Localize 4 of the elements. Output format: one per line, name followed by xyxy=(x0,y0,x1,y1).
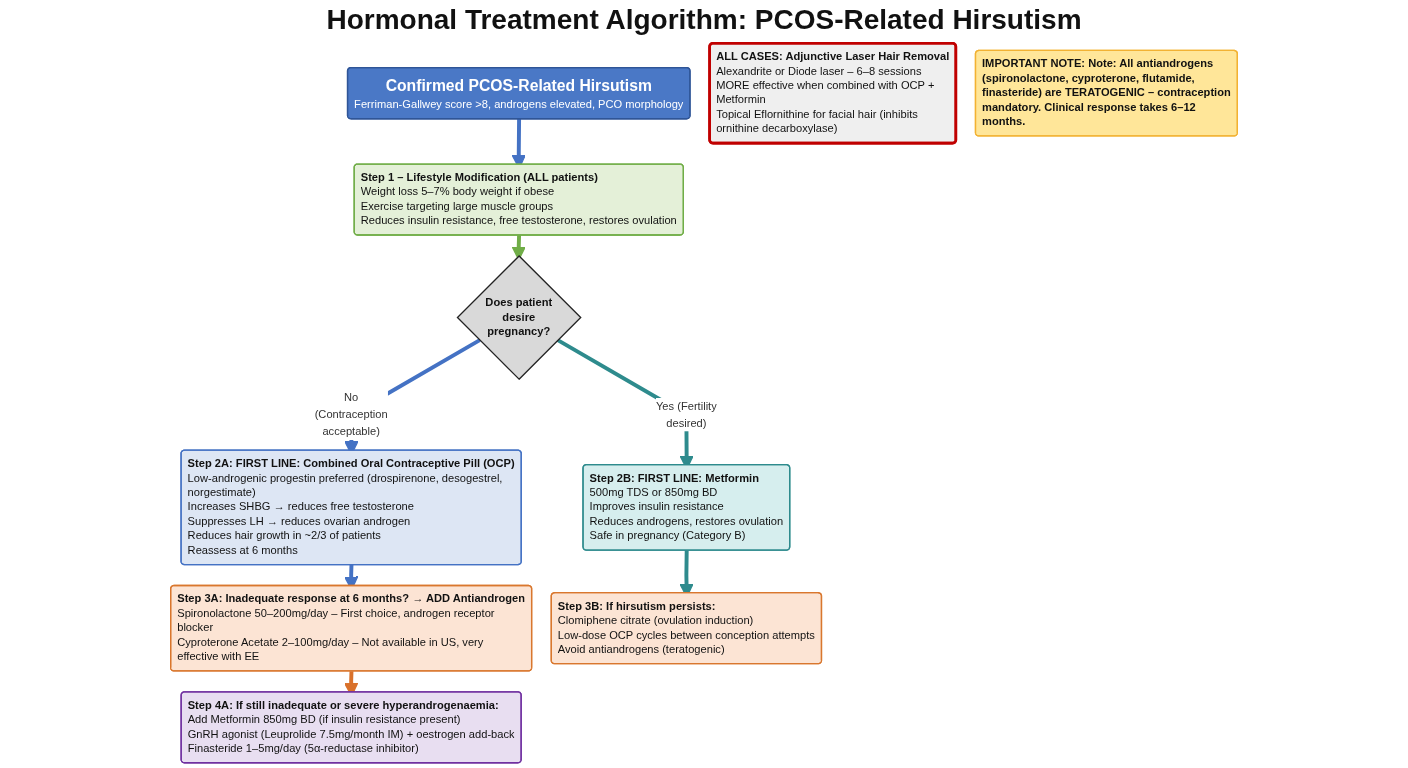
diagram-title: Hormonal Treatment Algorithm: PCOS-Related Hirsutism xyxy=(326,4,1082,36)
edge-label: Yes (Fertility desired) xyxy=(655,399,717,430)
edge-label: No (Contraception acceptable) xyxy=(314,391,388,438)
node-diamond: Does patient desire pregnancy? xyxy=(456,255,582,381)
